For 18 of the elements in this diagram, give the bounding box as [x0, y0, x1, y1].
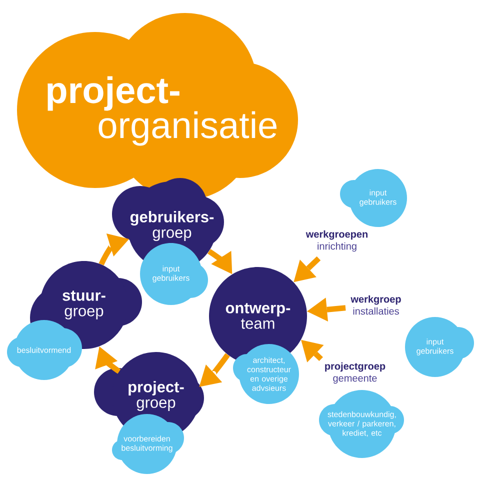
- group-label: werkgroep installaties: [350, 295, 401, 315]
- arrow: [301, 340, 324, 362]
- note-cloud: architect, constructeur en overige advsieurs: [233, 344, 299, 404]
- arrow: [307, 298, 346, 322]
- note-cloud: besluitvormend: [7, 320, 82, 380]
- arrow: [294, 256, 321, 282]
- note-cloud: stedenbouwkundig, verkeer / parkeren, krediet, etc: [319, 390, 404, 458]
- arrow: [199, 353, 230, 387]
- arrow: [208, 248, 232, 274]
- note-cloud: input gebruikers: [340, 169, 407, 227]
- group-label: werkgroepen inrichting: [306, 230, 368, 252]
- note-cloud: input gebruikers: [140, 243, 208, 305]
- title-cloud: project- organisatie: [17, 13, 298, 200]
- group-label: projectgroep gemeente: [325, 362, 386, 384]
- note-cloud: input gebruikers: [405, 317, 474, 377]
- arrow: [95, 346, 121, 374]
- arrow: [98, 234, 130, 266]
- note-cloud: voorbereiden besluitvorming: [112, 414, 184, 474]
